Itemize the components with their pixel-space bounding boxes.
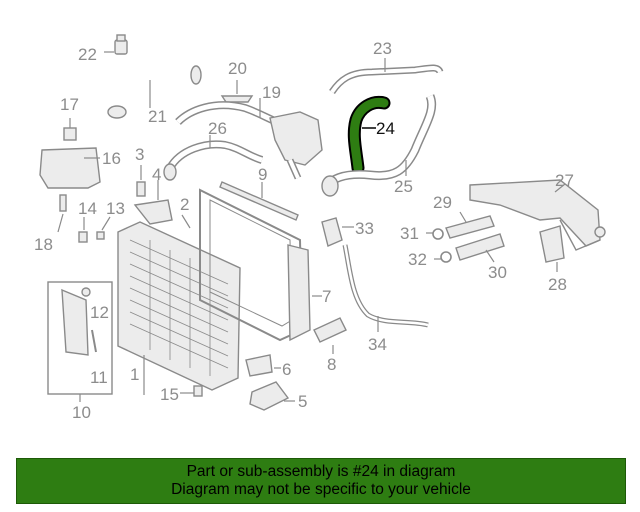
part-10-group-box [47,281,113,402]
part-16-expansion-tank [39,118,101,189]
part-13-clip [96,216,111,240]
callout-21: 21 [148,107,167,126]
part-6-mount [245,354,281,377]
callout-2: 2 [180,195,189,214]
part-34-pipe [342,244,429,332]
info-banner: Part or sub-assembly is #24 in diagram D… [16,458,626,504]
callout-27: 27 [555,171,574,190]
callout-17: 17 [60,95,79,114]
callout-23: 23 [373,39,392,58]
part-30-tube [455,233,505,263]
callout-26: 26 [208,119,227,138]
part-21-upper-hose [107,65,202,119]
callout-34: 34 [368,335,387,354]
part-15-bolt [180,385,203,397]
callout-4: 4 [152,165,161,184]
part-19-hose-assembly [175,98,323,180]
callout-24-highlighted: 24 [376,119,395,138]
callout-5: 5 [298,392,307,411]
callout-32: 32 [408,250,427,269]
part-28-bracket [539,225,565,272]
callout-22: 22 [78,45,97,64]
callout-28: 28 [548,275,567,294]
banner-line-1: Part or sub-assembly is #24 in diagram [186,463,456,480]
part-14-sender [78,217,88,243]
radiator-core-grid [129,239,229,376]
callout-14: 14 [78,199,97,218]
callout-10: 10 [72,403,91,422]
callout-11: 11 [90,368,108,387]
part-4-bracket [133,180,173,225]
callout-13: 13 [106,199,125,218]
callout-15: 15 [160,385,179,404]
callout-16: 16 [102,149,121,168]
callout-25: 25 [394,177,413,196]
callout-3: 3 [135,145,144,164]
part-5-mount [249,381,295,411]
part-18-sensor [57,194,67,233]
callout-7: 7 [322,287,331,306]
callout-20: 20 [228,59,247,78]
part-24-hose-highlighted [347,95,391,175]
callout-1: 1 [130,365,139,384]
callout-labels: 1 2 3 4 5 6 7 8 9 10 11 12 13 14 15 16 1… [34,39,574,422]
part-22-plug [104,34,128,55]
part-9-seal-strip [219,181,299,221]
callout-9: 9 [258,165,267,184]
part-7-shroud [287,244,322,342]
callout-30: 30 [488,263,507,282]
callout-33: 33 [355,219,374,238]
part-33-valve [321,217,354,247]
part-32-oring [434,251,452,263]
callout-6: 6 [282,360,291,379]
part-25-hose [321,94,437,197]
part-3-bleeder [136,165,146,197]
part-23-hose [329,58,444,95]
part-27-manifold [469,179,606,251]
callout-18: 18 [34,235,53,254]
part-26-hose [163,135,264,181]
callout-8: 8 [327,355,336,374]
part-29-tube [445,211,495,239]
banner-line-2: Diagram may not be specific to your vehi… [171,481,471,498]
part-20-bracket [220,80,254,103]
callout-19: 19 [262,83,281,102]
part-8-bracket [313,317,347,354]
callout-12: 12 [90,303,109,322]
part-31-oring [426,228,444,240]
callout-29: 29 [433,193,452,212]
parts-diagram: 1 2 3 4 5 6 7 8 9 10 11 12 13 14 15 16 1… [34,34,606,422]
callout-31: 31 [400,224,419,243]
